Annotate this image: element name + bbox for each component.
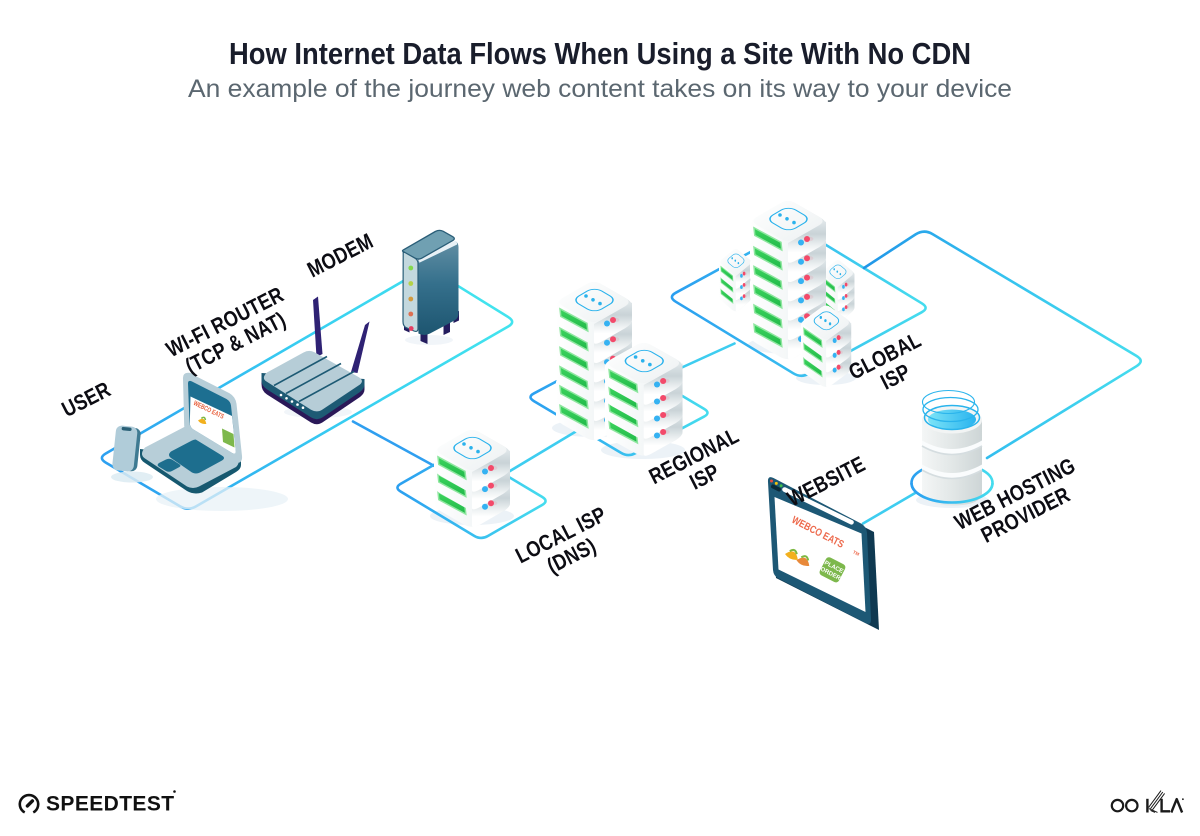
svg-text:An example of the journey web: An example of the journey web content ta… xyxy=(188,75,1012,103)
svg-text:SPEEDTEST: SPEEDTEST xyxy=(46,793,174,816)
svg-text:TM: TM xyxy=(852,549,860,557)
svg-text:How Internet Data Flows When U: How Internet Data Flows When Using a Sit… xyxy=(229,36,971,71)
